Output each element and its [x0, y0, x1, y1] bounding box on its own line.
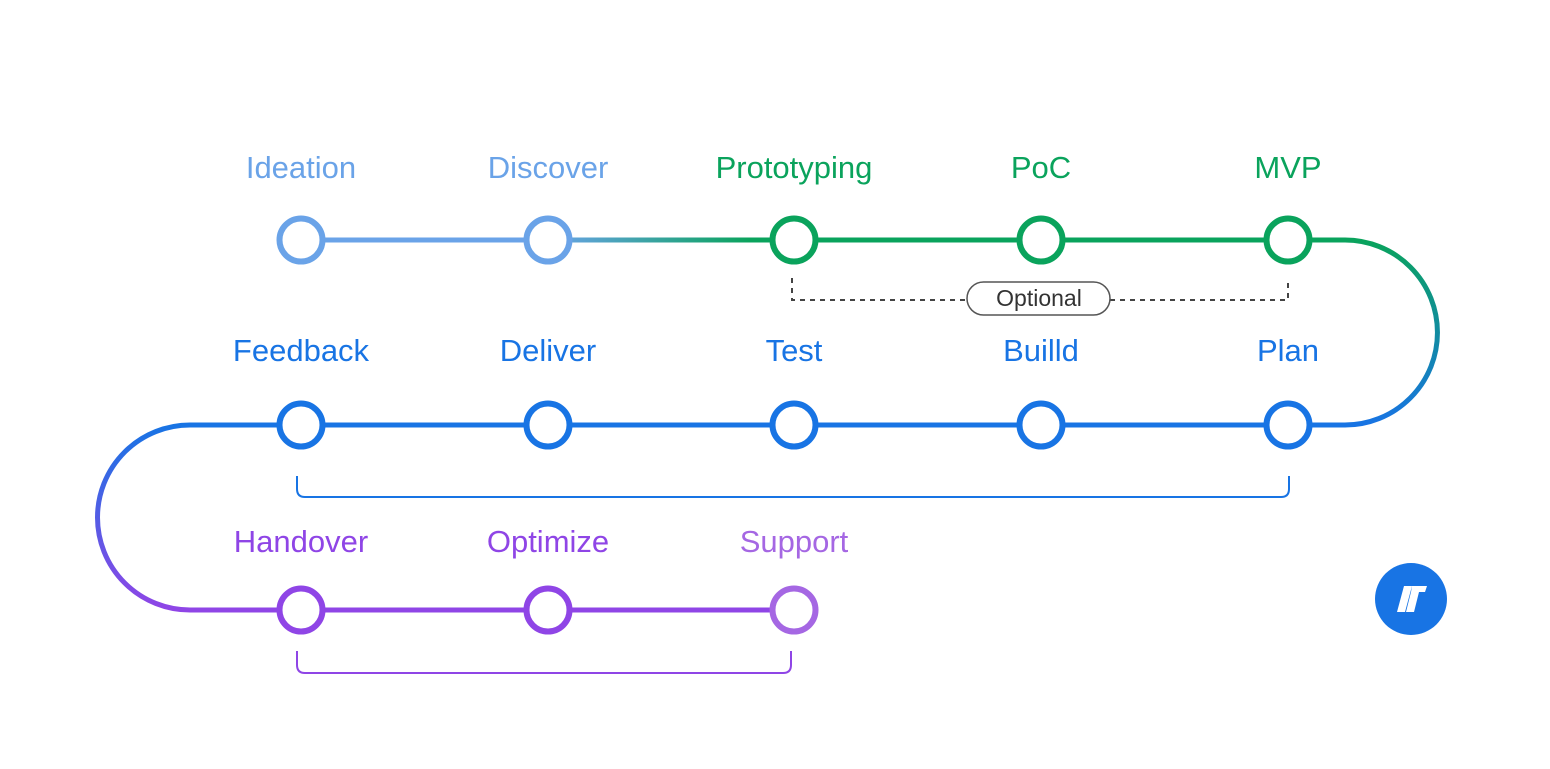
- optional-label: Optional: [996, 285, 1082, 311]
- stage-label-optimize: Optimize: [487, 524, 609, 559]
- stage-node-support: [769, 585, 819, 635]
- development-bracket: [296, 476, 1290, 498]
- stage-node-feedback: [276, 400, 326, 450]
- stage-label-builld: Builld: [1003, 333, 1079, 368]
- stage-node-poc: [1016, 215, 1066, 265]
- stage-node-plan: [1263, 400, 1313, 450]
- maintenance-bracket: [296, 651, 792, 674]
- stage-node-test: [769, 400, 819, 450]
- stage-node-mvp: [1263, 215, 1313, 265]
- stage-node-deliver: [523, 400, 573, 450]
- track-curve-right: [1344, 237, 1440, 428]
- stage-label-prototyping: Prototyping: [716, 150, 873, 185]
- stage-label-ideation: Ideation: [246, 150, 356, 185]
- brand-logo-mark-left: [1397, 586, 1412, 612]
- brand-logo: [1375, 563, 1447, 635]
- stage-node-discover: [523, 215, 573, 265]
- stages: Ideation Discover Prototyping PoC MVP Feedbac…: [233, 150, 1322, 635]
- stage-label-deliver: Deliver: [500, 333, 596, 368]
- stage-label-support: Support: [740, 524, 849, 559]
- stage-node-ideation: [276, 215, 326, 265]
- optional-bracket: Optional: [791, 278, 1289, 316]
- stage-label-test: Test: [766, 333, 823, 368]
- stage-node-handover: [276, 585, 326, 635]
- brand-logo-mark-right: [1406, 586, 1427, 612]
- stage-label-mvp: MVP: [1254, 150, 1321, 185]
- stage-label-handover: Handover: [234, 524, 368, 559]
- stage-label-poc: PoC: [1011, 150, 1071, 185]
- track-curve-left: [95, 422, 191, 613]
- stage-label-plan: Plan: [1257, 333, 1319, 368]
- stage-label-discover: Discover: [488, 150, 609, 185]
- stage-node-prototyping: [769, 215, 819, 265]
- optional-badge: [966, 281, 1111, 316]
- stage-node-optimize: [523, 585, 573, 635]
- stage-label-feedback: Feedback: [233, 333, 370, 368]
- stage-node-builld: [1016, 400, 1066, 450]
